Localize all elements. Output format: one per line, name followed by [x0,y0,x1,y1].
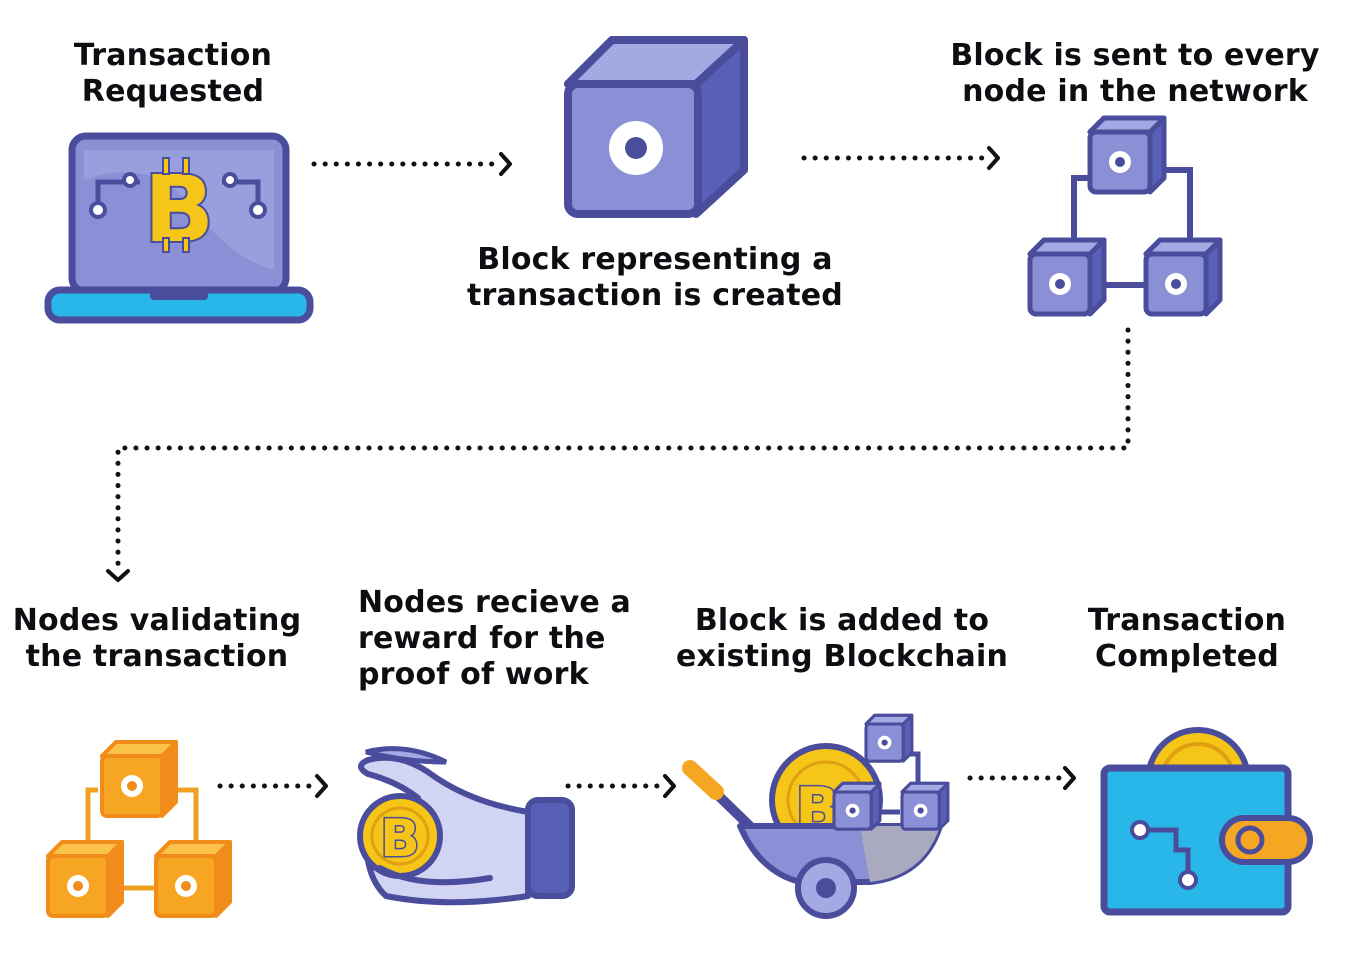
step-label-nodes-reward: Nodes recieve a reward for the proof of … [358,585,631,692]
arrowhead-3 [106,569,130,582]
arrowhead-4 [315,774,328,798]
svg-text:B: B [144,156,214,263]
step-label-transaction-requested: Transaction Requested [73,38,273,109]
step-label-block-added: Block is added to existing Blockchain [675,603,1009,674]
block-cube-icon [564,36,748,218]
arrowhead-5 [663,774,676,798]
connector-3-4 [115,327,1131,575]
hand-bitcoin-icon: B [357,746,575,906]
flow-connectors [115,155,1131,789]
svg-text:B: B [380,809,420,869]
wallet-icon [1100,727,1313,916]
step-label-block-created: Block representing a transaction is crea… [467,242,843,313]
network-nodes-icon [1030,118,1220,314]
orange-nodes-icon [46,740,232,918]
laptop-bitcoin-icon: B [44,132,314,324]
step-label-transaction-completed: Transaction Completed [1087,603,1287,674]
arrowhead-6 [1063,766,1076,790]
wheelbarrow-blockchain-icon: B [682,713,950,919]
step-label-block-sent: Block is sent to every node in the netwo… [950,38,1320,109]
step-label-nodes-validating: Nodes validating the transaction [12,603,302,674]
arrowhead-2 [987,146,1000,170]
arrowhead-1 [499,152,512,176]
